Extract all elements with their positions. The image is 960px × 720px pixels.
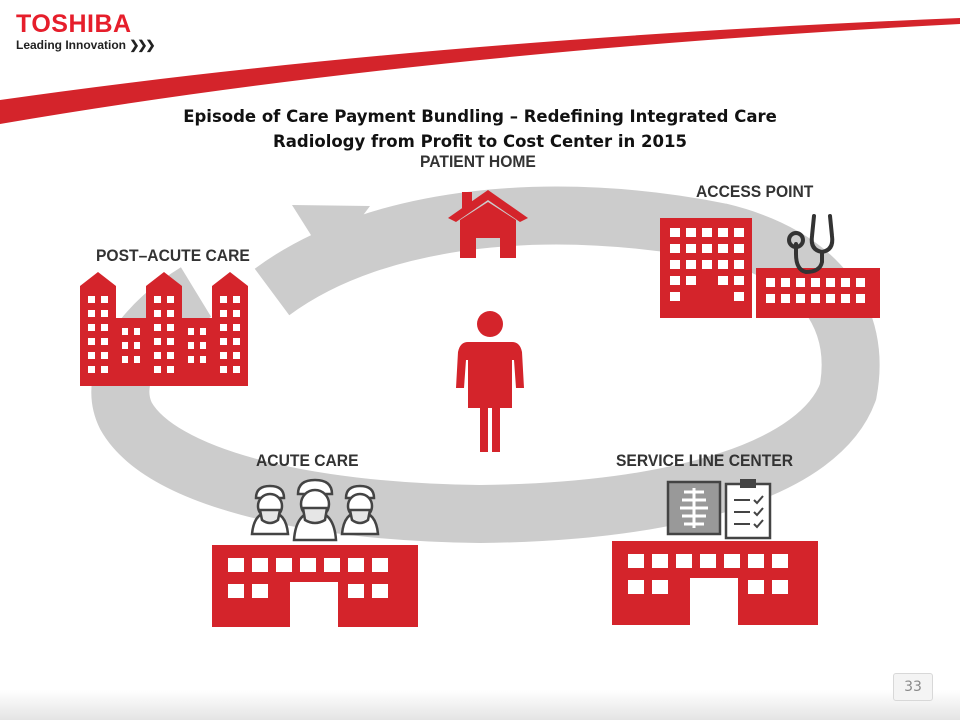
title-line-2: Radiology from Profit to Cost Center in … — [273, 132, 687, 151]
surgeon-icon — [292, 478, 338, 542]
page-number: 33 — [893, 673, 933, 701]
medical-chart-icon — [666, 480, 722, 536]
acute-care-hospital-icon — [212, 545, 418, 627]
patient-icon — [456, 311, 524, 452]
footer-band — [0, 690, 960, 720]
clipboard-icon — [724, 479, 772, 540]
brand-tagline: Leading Innovation ❯❯❯ — [16, 38, 156, 52]
service-line-building-icon — [612, 541, 818, 625]
stethoscope-icon — [787, 214, 835, 275]
label-patient-home: PATIENT HOME — [420, 152, 536, 171]
title-line-1: Episode of Care Payment Bundling – Redef… — [183, 107, 777, 126]
label-acute-care: ACUTE CARE — [256, 451, 359, 470]
toshiba-logo: TOSHIBA Leading Innovation ❯❯❯ — [16, 10, 156, 53]
care-cycle-arrow — [91, 186, 880, 544]
surgeon-icon — [340, 484, 380, 536]
tall-buildings-icon — [80, 272, 248, 386]
label-service-line-center: SERVICE LINE CENTER — [616, 451, 793, 470]
house-icon — [448, 190, 528, 258]
surgeon-icon — [250, 484, 290, 536]
header-swoosh — [0, 18, 960, 124]
label-access-point: ACCESS POINT — [696, 182, 814, 201]
brand-name: TOSHIBA — [16, 10, 132, 38]
label-post-acute-care: POST–ACUTE CARE — [96, 246, 250, 265]
slide-title: Episode of Care Payment Bundling – Redef… — [0, 104, 960, 154]
hospital-icon — [660, 218, 880, 318]
